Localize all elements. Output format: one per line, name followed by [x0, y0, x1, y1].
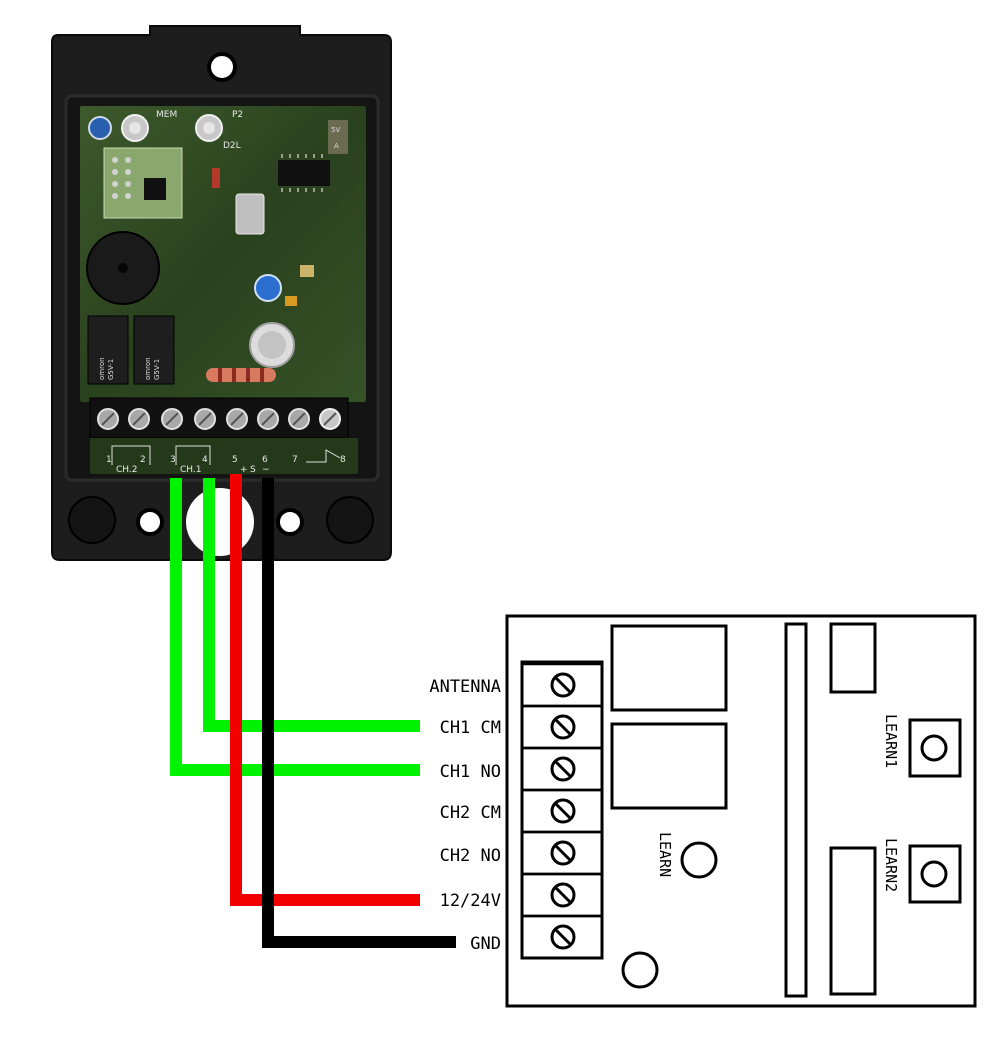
svg-text:4: 4	[202, 455, 208, 465]
svg-text:7: 7	[292, 455, 298, 465]
svg-text:G5V-1: G5V-1	[153, 359, 161, 380]
mounting-hole	[326, 496, 374, 544]
screw-hole-left	[136, 508, 164, 536]
controller-relay-2	[610, 722, 728, 810]
controller-relay-1	[610, 624, 728, 712]
svg-text:3: 3	[170, 455, 176, 465]
mounting-hole	[68, 496, 116, 544]
relay-ch1	[133, 315, 175, 385]
mem-label: MEM	[156, 110, 177, 120]
crystal-oscillator	[235, 193, 265, 235]
terminal-label-power: 12/24V	[440, 891, 501, 911]
voltage-mark-5v: 5V	[331, 126, 340, 134]
component-top-right	[829, 622, 877, 694]
wire-red-power	[230, 474, 420, 906]
terminal-label-ch1-cm: CH1 CM	[440, 718, 501, 738]
resistor-icon	[206, 368, 276, 382]
board-hole	[621, 951, 659, 989]
svg-text:2: 2	[140, 455, 146, 465]
cable-entry	[186, 488, 254, 556]
terminal-label-ch2-cm: CH2 CM	[440, 803, 501, 823]
terminal-labels: ANTENNA CH1 CM CH1 NO CH2 CM CH2 NO 12/2…	[429, 677, 501, 954]
svg-text:6: 6	[262, 455, 268, 465]
capacitor-icon	[88, 116, 112, 140]
learn-button[interactable]	[680, 841, 718, 879]
terminal-screw-icons	[550, 672, 576, 950]
learn2-label: LEARN2	[882, 838, 900, 892]
svg-text:G5V-1: G5V-1	[107, 359, 115, 380]
wire-green-ch1-cm	[203, 478, 420, 732]
board-code: D2L	[223, 141, 241, 151]
terminal-screws	[97, 408, 341, 430]
wire-green-ch1-no	[170, 478, 420, 776]
controller-board	[505, 614, 977, 1008]
svg-text:1: 1	[106, 455, 112, 465]
learn2-button-frame	[908, 844, 962, 904]
voltage-mark-a: A	[334, 142, 339, 150]
s-mark: S	[250, 465, 256, 475]
controller-outline	[505, 614, 977, 1008]
learn1-label: LEARN1	[882, 714, 900, 768]
terminal-label-ch2-no: CH2 NO	[440, 846, 501, 866]
learn1-button[interactable]	[920, 734, 948, 762]
relay-ch2	[87, 315, 129, 385]
svg-text:5: 5	[232, 455, 238, 465]
svg-text:8: 8	[340, 455, 346, 465]
wires	[170, 474, 456, 948]
ch2-label: CH.2	[116, 465, 137, 475]
terminal-label-antenna: ANTENNA	[429, 677, 501, 697]
ic-chip	[278, 160, 330, 186]
mounting-hole-top	[207, 52, 237, 82]
svg-text:omron: omron	[98, 357, 106, 380]
screw-hole-right	[276, 508, 304, 536]
minus-mark: −	[262, 465, 270, 475]
component-bottom-right	[829, 846, 877, 996]
terminal-cells	[520, 662, 604, 960]
terminal-numbers: 1 2 3 4 5 6 7 8	[106, 455, 346, 465]
learn1-button-frame	[908, 718, 962, 778]
capacitor-icon	[254, 274, 282, 302]
terminal-label-ch1-no: CH1 NO	[440, 762, 501, 782]
receiver-module: MEM P2 D2L 5V A	[51, 25, 392, 561]
p2-label: P2	[232, 110, 243, 120]
svg-text:omron: omron	[144, 357, 152, 380]
terminal-label-gnd: GND	[470, 934, 501, 954]
learn-label: LEARN	[656, 832, 674, 877]
ch1-label: CH.1	[180, 465, 201, 475]
wire-black-gnd	[262, 478, 456, 948]
plus-mark: +	[240, 465, 248, 475]
connector-bar	[784, 622, 808, 998]
learn2-button[interactable]	[920, 860, 948, 888]
